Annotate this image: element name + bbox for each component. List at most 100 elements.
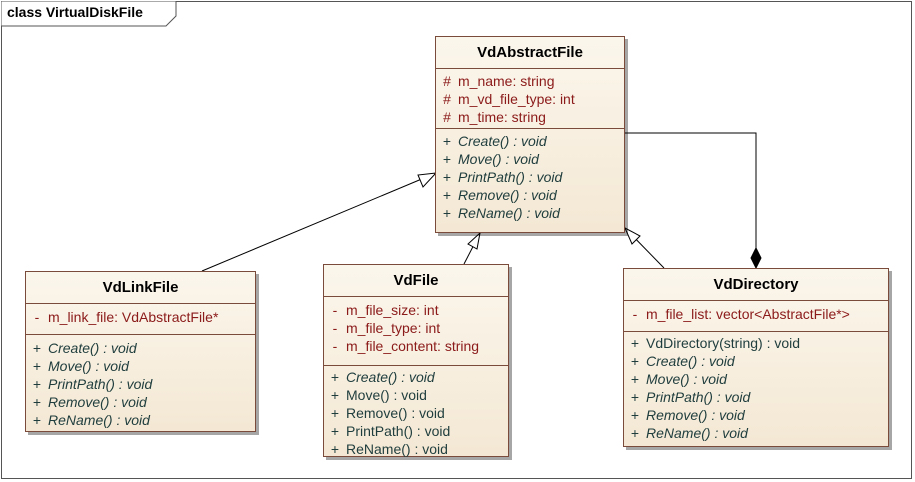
operation-signature: Create() : void [458,133,547,149]
visibility-marker: + [32,340,42,356]
attribute-signature: m_file_type: int [346,320,441,336]
visibility-marker: - [332,338,338,354]
operations-compartment: +VdDirectory(string) : void + Create() : … [624,332,888,444]
operation-signature: Remove() : void [346,405,445,421]
visibility-marker: + [630,389,640,405]
class-vdlinkfile[interactable]: VdLinkFile -m_link_file: VdAbstractFile*… [25,271,256,432]
visibility-marker: + [330,369,340,385]
operation-signature: ReName() : void [48,412,150,428]
composition-line [625,132,757,248]
visibility-marker: + [630,371,640,387]
operation-row[interactable]: + PrintPath() : void [436,168,624,186]
operation-row[interactable]: + ReName() : void [624,424,888,442]
visibility-marker: + [330,441,340,457]
operation-row[interactable]: +Create() : void [324,368,508,386]
visibility-marker: - [332,320,338,336]
class-name: VdFile [324,265,508,297]
operation-signature: Create() : void [48,340,137,356]
visibility-marker: + [630,335,640,351]
operation-signature: ReName() : void [646,425,748,441]
operation-row[interactable]: + PrintPath() : void [624,388,888,406]
operation-row[interactable]: + Move() : void [324,386,508,404]
operation-signature: PrintPath() : void [458,169,563,185]
visibility-marker: + [442,205,452,221]
attribute-row[interactable]: -m_file_size: int [324,301,508,319]
attribute-row[interactable]: # m_name: string [436,72,624,90]
operation-signature: ReName() : void [346,441,448,457]
attributes-compartment: -m_file_list: vector<AbstractFile*> [624,301,888,332]
visibility-marker: + [442,187,452,203]
class-vdabstractfile[interactable]: VdAbstractFile #m_name: string #m_vd_fil… [435,36,625,233]
attribute-row[interactable]: # m_vd_file_type: int [436,90,624,108]
visibility-marker: + [442,169,452,185]
generalization-arrowhead-file [467,231,481,250]
generalization-arrowhead-dir [623,226,641,245]
attribute-row[interactable]: #m_time: string [436,108,624,126]
operation-signature: Move() : void [48,358,129,374]
operation-row[interactable]: + Create() : void [436,132,624,150]
visibility-marker: + [32,376,42,392]
visibility-marker: + [630,425,640,441]
attribute-signature: m_link_file: VdAbstractFile* [48,309,219,325]
attribute-row[interactable]: -m_file_content: string [324,337,508,355]
operation-row[interactable]: + Move() : void [624,370,888,388]
visibility-marker: # [443,109,451,125]
attribute-signature: m_file_content: string [346,338,480,354]
operation-signature: Move() : void [646,371,727,387]
class-vdfile[interactable]: VdFile -m_file_size: int -m_file_type: i… [323,264,509,457]
operation-row[interactable]: +VdDirectory(string) : void [624,334,888,352]
operation-row[interactable]: + ReName() : void [324,440,508,458]
operation-signature: PrintPath() : void [346,423,451,439]
visibility-marker: # [443,73,451,89]
operation-row[interactable]: + Remove() : void [624,406,888,424]
attribute-signature: m_file_size: int [346,302,439,318]
operation-signature: Create() : void [646,353,735,369]
visibility-marker: - [332,302,338,318]
visibility-marker: + [32,394,42,410]
operation-row[interactable]: +Move() : void [26,357,255,375]
operation-signature: Remove() : void [48,394,147,410]
operation-signature: Move() : void [458,151,539,167]
visibility-marker: + [32,412,42,428]
composition-diamond [750,246,762,270]
operation-row[interactable]: +PrintPath() : void [26,375,255,393]
operations-compartment: +Create() : void + Move() : void + Remove(… [324,366,508,460]
visibility-marker: + [330,405,340,421]
attribute-row[interactable]: -m_file_type: int [324,319,508,337]
operation-row[interactable]: + ReName() : void [436,204,624,222]
class-name: VdDirectory [624,269,888,301]
visibility-marker: + [442,133,452,149]
operation-signature: Remove() : void [458,187,557,203]
operation-signature: PrintPath() : void [646,389,751,405]
attribute-signature: m_name: string [458,73,555,89]
operation-row[interactable]: + Remove() : void [26,393,255,411]
operation-row[interactable]: +Move() : void [436,150,624,168]
class-vddirectory[interactable]: VdDirectory -m_file_list: vector<Abstrac… [623,268,889,447]
visibility-marker: + [330,387,340,403]
visibility-marker: - [34,309,40,325]
visibility-marker: + [630,407,640,423]
attributes-compartment: # m_name: string # m_vd_file_type: int #m_… [436,69,624,129]
operation-row[interactable]: + Create() : void [624,352,888,370]
visibility-marker: # [443,91,451,107]
attribute-row[interactable]: -m_file_list: vector<AbstractFile*> [624,305,888,323]
attributes-compartment: -m_file_size: int -m_file_type: int -m_f… [324,297,508,366]
attributes-compartment: -m_link_file: VdAbstractFile* [26,304,255,335]
generalization-arrowhead-link [417,172,438,188]
visibility-marker: - [632,306,638,322]
operation-signature: Remove() : void [646,407,745,423]
operation-row[interactable]: + PrintPath() : void [324,422,508,440]
operation-signature: Move() : void [346,387,427,403]
operation-row[interactable]: + Remove() : void [324,404,508,422]
attribute-row[interactable]: -m_link_file: VdAbstractFile* [26,308,255,326]
visibility-marker: + [330,423,340,439]
operation-row[interactable]: + Remove() : void [436,186,624,204]
frame-tab-shape [1,1,177,27]
visibility-marker: + [630,353,640,369]
operation-row[interactable]: + Create() : void [26,339,255,357]
operation-row[interactable]: + ReName() : void [26,411,255,429]
operations-compartment: +Create() : void +Move() : void +PrintPa… [26,335,255,431]
attribute-signature: m_vd_file_type: int [458,91,575,107]
operation-signature: ReName() : void [458,205,560,221]
